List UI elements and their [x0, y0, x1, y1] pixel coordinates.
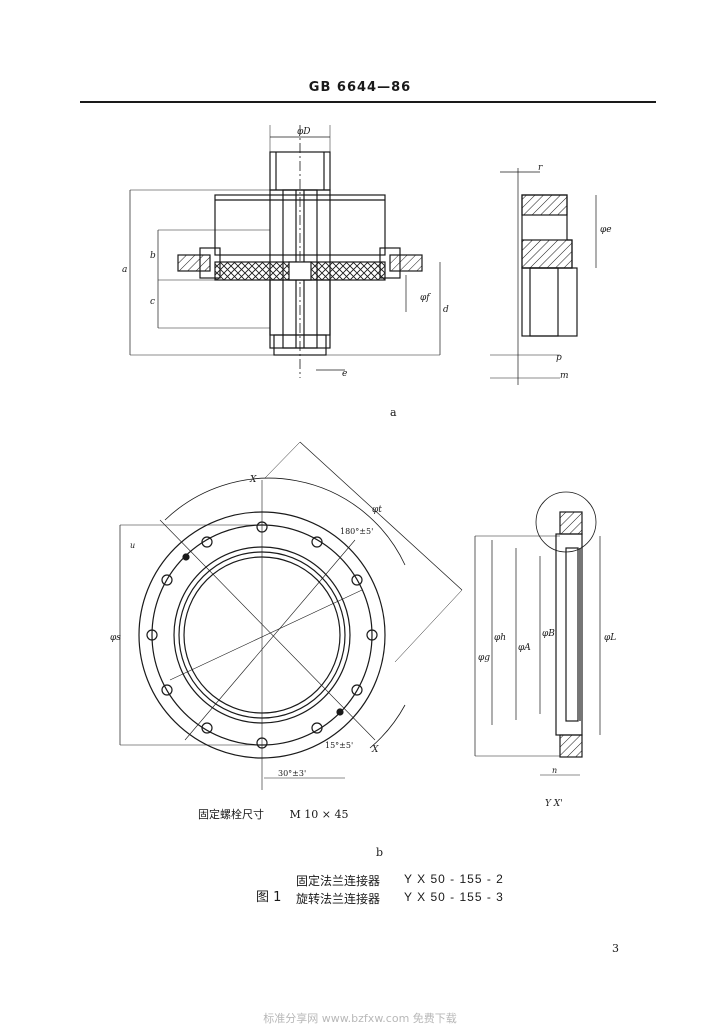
label-phi-L: φL — [604, 633, 616, 643]
header-rule — [80, 101, 656, 103]
label-angle-30: 30°±3' — [278, 769, 306, 778]
label-r: r — [538, 163, 543, 173]
label-X-top: X — [249, 475, 257, 485]
page-number: 3 — [612, 942, 619, 955]
caption-model-1: Y X 50 - 155 - 2 — [404, 872, 504, 886]
label-angle-180: 180°±5' — [340, 527, 373, 536]
figure-b-side-view — [474, 491, 601, 776]
label-phi-D: φD — [297, 127, 311, 137]
figure-a-section-view — [129, 125, 441, 378]
label-angle-15: 15°±5' — [325, 741, 353, 750]
caption-name-2: 旋转法兰连接器 — [296, 892, 381, 906]
subfigure-b-label: b — [376, 846, 384, 859]
figure-b-front-view — [119, 441, 463, 790]
label-phi-B: φB — [542, 629, 555, 639]
caption-name-1: 固定法兰连接器 — [296, 874, 381, 888]
label-X-bottom: X — [371, 745, 379, 755]
bolt-size-label: 固定螺栓尺寸 — [198, 808, 264, 821]
label-p: p — [556, 353, 562, 363]
figure-number: 图 1 — [256, 890, 282, 905]
label-phi-f: φf — [420, 293, 431, 303]
label-phi-A: φA — [518, 643, 531, 653]
caption-row-1: 固定法兰连接器 Y X 50 - 155 - 2 — [296, 872, 503, 889]
label-e: e — [342, 369, 347, 379]
watermark: 标准分享网 www.bzfxw.com 免费下载 — [263, 1012, 457, 1025]
label-phi-e: φe — [600, 225, 612, 235]
subfigure-a-label: a — [390, 406, 397, 419]
label-n: n — [552, 766, 557, 775]
caption-model-2: Y X 50 - 155 - 3 — [404, 890, 504, 904]
bolt-size-value: M 10 × 45 — [289, 808, 349, 821]
label-b: b — [150, 251, 156, 261]
label-u: u — [130, 541, 135, 550]
standard-code: GB 6644—86 — [308, 80, 412, 95]
label-phi-s: φs — [110, 633, 121, 643]
label-yx: Y X' — [545, 799, 563, 809]
label-a: a — [122, 265, 127, 275]
label-c: c — [150, 297, 155, 307]
caption-row-2: 旋转法兰连接器 Y X 50 - 155 - 3 — [296, 890, 503, 907]
label-phi-g: φg — [478, 653, 490, 663]
bolt-size-note: 固定螺栓尺寸 M 10 × 45 — [198, 806, 348, 822]
label-m: m — [560, 371, 569, 381]
label-phi-h: φh — [494, 633, 506, 643]
label-d: d — [443, 305, 449, 315]
figure-a-detail-view — [490, 168, 597, 385]
label-phi-t: φt — [372, 505, 382, 515]
